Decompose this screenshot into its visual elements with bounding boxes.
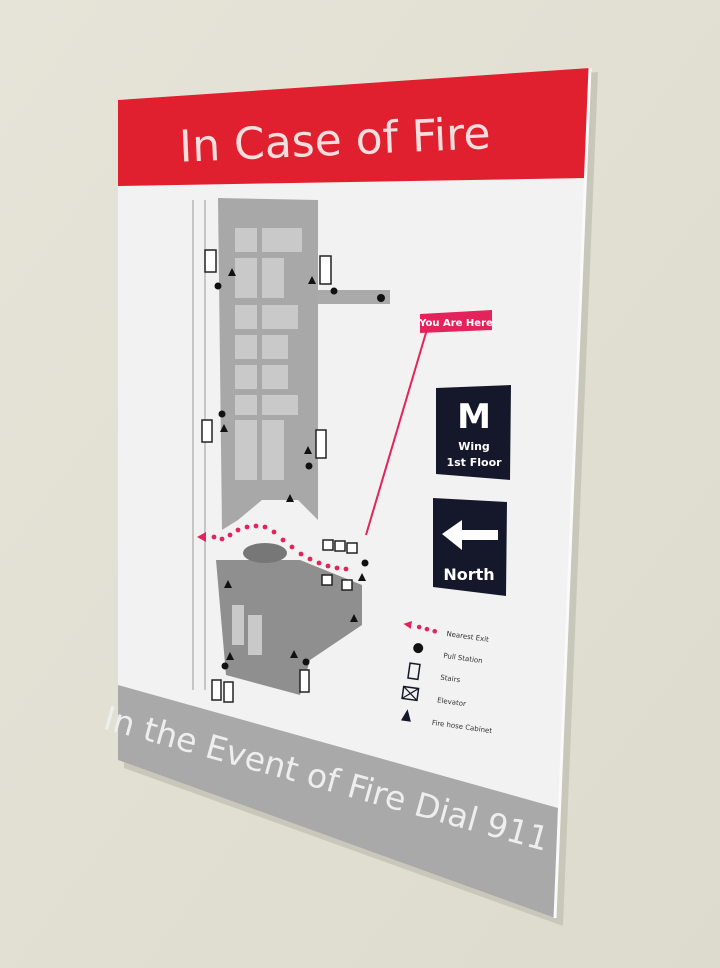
floor-label: 1st Floor [446,456,502,469]
you-are-here-pointer [365,325,429,536]
wing-letter: M [457,397,491,437]
floor-map [192,198,429,703]
sign-edge [553,67,592,919]
legend-label: Stairs [440,674,461,685]
svg-text:You Are Here: You Are Here [418,318,493,329]
elevator-icon [401,685,420,702]
elevator-icon [321,539,358,591]
arrow-left-icon [442,520,498,550]
pull-station-dot-icon [214,282,385,670]
legend-label: Elevator [437,696,467,708]
north-box: North [433,498,507,596]
wing-box: M Wing 1st Floor [436,385,511,480]
sign-header [118,68,590,186]
fire-hose-triangle-icon [220,268,366,660]
you-are-here-label: You Are Here [418,310,493,333]
north-label: North [443,565,494,584]
stairs-icon [201,249,332,703]
nearest-exit-arrow-icon [403,620,412,629]
wing-label: Wing [458,440,490,453]
nearest-exit-route [197,523,349,572]
stairs-icon [407,662,421,681]
sign-footer [118,685,558,918]
fire-hose-triangle-icon [400,709,411,722]
pull-station-dot-icon [413,643,424,654]
